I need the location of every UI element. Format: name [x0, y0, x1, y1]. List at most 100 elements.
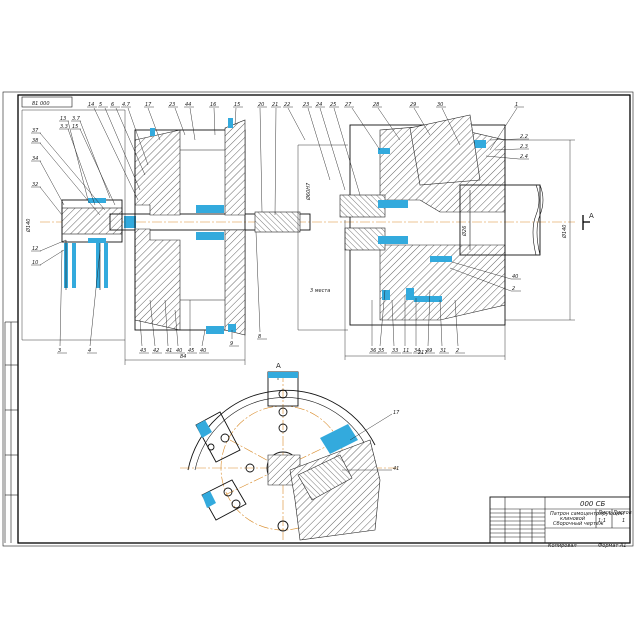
callout-right-0: 2.2: [520, 134, 528, 140]
leader-line: [255, 231, 261, 333]
leader-line: [234, 107, 237, 126]
leader-line: [441, 107, 461, 146]
scale-value: 1:1: [598, 518, 606, 524]
dim-shaft: Ø26: [461, 226, 468, 237]
callout-bottom-15: 39: [426, 348, 432, 354]
corner-stamp: 81 000: [32, 101, 50, 107]
callout-bottom-10: 36: [370, 348, 376, 354]
callout-bottom-12: 33: [392, 348, 398, 354]
callout-left-7: 3.7: [72, 116, 81, 122]
leader-line: [333, 107, 361, 196]
callout-left-5: 10: [32, 260, 38, 266]
leader-line: [149, 299, 156, 347]
callout-top-4: 17: [145, 102, 152, 108]
leader-line: [67, 128, 96, 206]
leader-line: [391, 299, 395, 347]
dim-right-length: 217: [418, 350, 428, 356]
leader-line: [439, 299, 443, 347]
leader-line: [351, 107, 381, 151]
callout-top-10: 21: [272, 102, 278, 108]
leader-line: [39, 132, 106, 211]
sheet-border: [2, 91, 634, 547]
callout-top-3: 4.7: [122, 102, 131, 108]
callout-top-9: 20: [258, 102, 264, 108]
callout-bottom-2: 43: [140, 348, 146, 354]
callout-left-0: 37: [32, 128, 39, 134]
leader-line: [213, 107, 216, 136]
callout-left-2: 34: [32, 156, 38, 162]
callout-top-16: 28: [373, 102, 379, 108]
leader-line: [319, 107, 346, 191]
leader-line: [489, 138, 520, 141]
callout-top-13: 24: [316, 102, 322, 108]
leader-line: [59, 249, 63, 347]
corner-stamp-box: 81 000: [21, 96, 73, 108]
callout-top-11: 22: [284, 102, 290, 108]
callout-bottom-6: 45: [188, 348, 194, 354]
leader-line: [115, 107, 146, 176]
callout-top-14: 25: [330, 102, 336, 108]
leader-line: [174, 309, 179, 347]
callout-bottom-13: 11: [403, 348, 409, 354]
leader-line: [39, 160, 65, 206]
callout-bottom-16: 31: [440, 348, 446, 354]
title-line-1: Патрон самоцентрирующий: [550, 511, 625, 517]
leader-line: [93, 107, 139, 201]
drawing-frame: [17, 94, 631, 544]
callout-top-0: 14: [88, 102, 94, 108]
leader-line: [274, 107, 277, 216]
leader-line: [39, 186, 63, 216]
leader-line: [287, 107, 306, 141]
view-marker: A: [589, 212, 594, 220]
callout-top-2: 6: [111, 102, 114, 108]
leader-line: [189, 107, 196, 141]
callout-left-4: 12: [32, 246, 38, 252]
callout-bottom-8: 9: [230, 341, 233, 347]
dim-bore: Ø60Н7: [305, 182, 312, 201]
leader-line: [39, 239, 67, 252]
section-view-label: A: [276, 362, 281, 370]
section-callout-17: 17: [393, 410, 400, 416]
leader-line: [201, 329, 206, 347]
section-view-a: A: [180, 362, 400, 541]
callout-bottom-0: 3: [58, 348, 61, 354]
callout-top-7: 16: [210, 102, 216, 108]
leader-line: [79, 128, 116, 206]
leader-line: [39, 142, 101, 216]
leader-line: [174, 107, 186, 136]
document-code: 000 СБ: [580, 500, 605, 508]
leader-line: [164, 299, 169, 347]
leader-line: [449, 267, 512, 292]
leader-line: [454, 299, 459, 347]
leader-line: [79, 120, 111, 199]
left-margin-strip: [4, 321, 18, 543]
format-label: Формат А1: [598, 543, 626, 549]
title-line-3: Сборочный чертеж: [553, 521, 604, 527]
dim-overall-height: Ø140: [25, 219, 32, 233]
leader-line: [139, 319, 143, 347]
leader-line: [39, 249, 65, 266]
callout-top-12: 23: [303, 102, 309, 108]
callout-top-1: 5: [99, 102, 102, 108]
leader-line: [494, 148, 520, 151]
callout-top-19: 1: [515, 102, 518, 108]
callout-bottom-17: 2: [456, 348, 459, 354]
callout-right-1: 2.3: [520, 144, 528, 150]
leader-line: [485, 155, 520, 160]
callout-left-3: 32: [32, 182, 38, 188]
callout-bottom-11: 35: [378, 348, 384, 354]
callout-top-8: 15: [234, 102, 240, 108]
callout-top-6: 44: [185, 102, 191, 108]
callout-left-8: 15: [72, 124, 78, 130]
leader-line: [67, 120, 89, 201]
leader-line: [127, 107, 149, 166]
sheets-label: Листов: [612, 510, 632, 516]
callout-right-2: 2.4: [520, 154, 528, 160]
callout-top-17: 29: [410, 102, 416, 108]
callout-bottom-5: 40: [176, 348, 182, 354]
callout-bottom-3: 42: [153, 348, 159, 354]
leader-line: [377, 107, 401, 141]
copied-label: Копировал: [548, 543, 577, 549]
